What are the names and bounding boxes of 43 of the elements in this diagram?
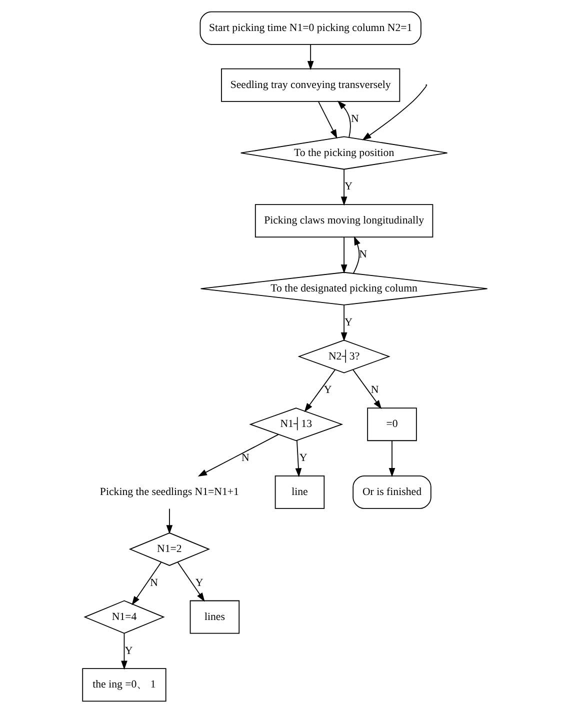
node-diamond: To the designated picking column: [200, 272, 488, 306]
node-diamond: N1┤13: [248, 408, 343, 442]
arrow: [176, 562, 204, 602]
edge-label: Y: [344, 316, 352, 328]
node-box: the ing =0、 1: [82, 668, 166, 702]
edge-label: Y: [124, 644, 132, 657]
edge-label: Y: [344, 180, 352, 193]
node-diamond: To the picking position: [240, 136, 448, 170]
edge-label: N: [241, 452, 249, 464]
arrow: [340, 304, 347, 342]
node-diamond: N1=2: [128, 532, 210, 566]
node-diamond: N1=4: [83, 600, 164, 634]
edge-label: N: [350, 112, 358, 125]
node-box: line: [274, 475, 324, 509]
arrow: [352, 236, 360, 274]
edge-label: N: [358, 248, 366, 261]
arrow: [197, 434, 278, 476]
node-box: Picking claws moving longitudinally: [254, 204, 433, 238]
arrow: [340, 169, 347, 206]
node-box: Start picking time N1=0 picking column N2=1: [199, 11, 421, 45]
arrow: [306, 44, 314, 70]
node-box: =0: [366, 408, 416, 442]
arrow: [304, 369, 335, 412]
node-box: Seedling tray conveying transversely: [220, 68, 400, 102]
arrow: [166, 508, 172, 534]
edge-label: Y: [298, 452, 307, 464]
node-text: Picking the seedlings N1=N1+1: [99, 486, 238, 498]
arrow: [318, 101, 337, 139]
edge-label: Y: [194, 576, 203, 589]
node-box: lines: [189, 600, 240, 634]
node-box: Or is finished: [352, 475, 431, 509]
arrow: [336, 100, 350, 138]
arrow: [294, 440, 302, 478]
arrow: [120, 633, 127, 670]
edge-label: N: [370, 384, 378, 396]
arrow: [131, 562, 162, 606]
edge-label: N: [150, 576, 158, 589]
arrow: [388, 440, 395, 478]
arrow: [352, 369, 382, 410]
arrow: [340, 236, 347, 274]
edge-label: Y: [323, 384, 332, 396]
node-diamond: N2┤3?: [297, 340, 390, 374]
arrow: [362, 86, 426, 140]
